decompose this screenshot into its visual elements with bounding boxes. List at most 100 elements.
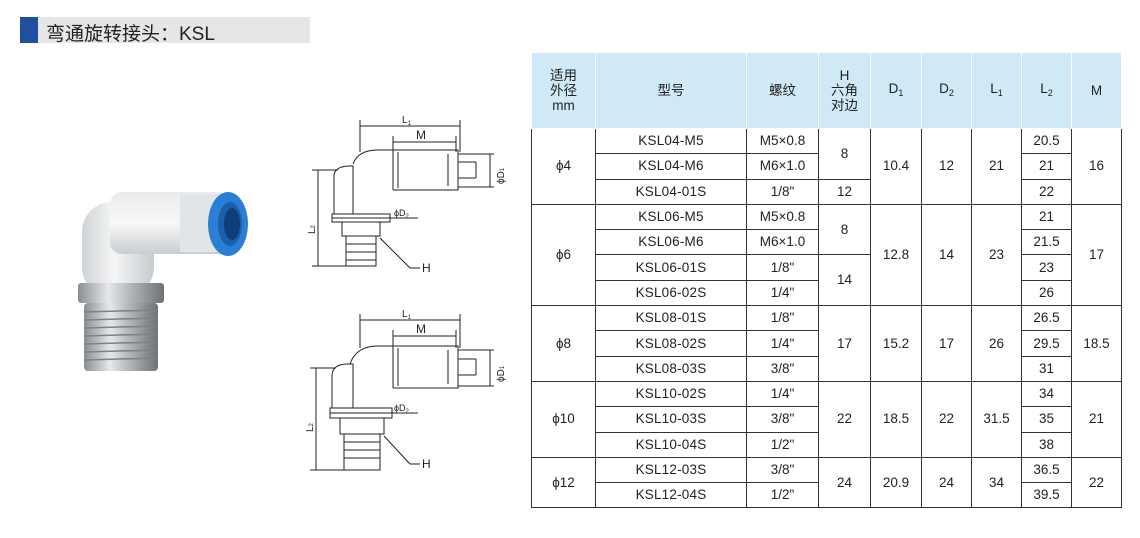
- cell-thread: 1/4": [746, 330, 819, 357]
- cell-model: KSL08-01S: [595, 305, 747, 332]
- header-outer-diameter: 适用 外径 mm: [531, 52, 596, 129]
- cell-model: KSL12-04S: [595, 482, 747, 509]
- header-hex: H 六角 对边: [818, 52, 871, 129]
- cell-hex: 12: [818, 178, 871, 205]
- cell-thread: 3/8": [746, 456, 819, 484]
- cell-thread: M6×1.0: [746, 153, 819, 180]
- cell-hex: 22: [818, 380, 871, 458]
- cell-model: KSL04-01S: [595, 178, 747, 205]
- cell-hex: 8: [818, 203, 871, 256]
- cell-model: KSL10-02S: [595, 380, 747, 408]
- cell-thread: M5×0.8: [746, 127, 819, 155]
- cell-model: KSL08-03S: [595, 355, 747, 382]
- cell-model: KSL12-03S: [595, 456, 747, 484]
- label-d1: ϕD1: [496, 365, 507, 382]
- cell-model: KSL04-M6: [595, 153, 747, 180]
- cell-l2: 29.5: [1021, 330, 1072, 357]
- cell-d2: 14: [921, 203, 972, 307]
- cell-hex: 17: [818, 305, 871, 382]
- cell-outer-diameter: ϕ10: [531, 380, 596, 458]
- product-photo: [78, 192, 248, 371]
- cell-m: 17: [1071, 203, 1122, 307]
- header-l2: L2: [1021, 52, 1072, 129]
- cell-l1: 31.5: [971, 380, 1022, 458]
- cell-outer-diameter: ϕ12: [531, 456, 596, 509]
- cell-thread: 3/8": [746, 355, 819, 382]
- cell-l1: 21: [971, 128, 1022, 205]
- cell-model: KSL04-M5: [595, 127, 747, 155]
- cell-l2: 21.5: [1021, 229, 1072, 256]
- label-l1: L1: [402, 309, 412, 321]
- cell-l2: 23: [1021, 254, 1072, 281]
- cell-d2: 17: [921, 305, 972, 382]
- cell-thread: 1/2": [746, 431, 819, 458]
- title-accent-block: [20, 17, 38, 43]
- label-m: M: [416, 128, 426, 142]
- header-l1: L1: [971, 52, 1022, 129]
- cell-hex: 24: [818, 456, 871, 509]
- header-model: 型号: [595, 52, 747, 129]
- title-banner: 弯通旋转接头：KSL: [20, 17, 310, 45]
- label-h: H: [422, 261, 431, 275]
- cell-l2: 20.5: [1021, 127, 1072, 155]
- page-title: 弯通旋转接头：KSL: [46, 24, 215, 45]
- dimension-drawing-m-thread: L1 M ϕD1 ϕD2 L2 H: [307, 115, 507, 275]
- label-l2: L2: [307, 224, 318, 234]
- cell-l2: 26: [1021, 279, 1072, 307]
- cell-l1: 34: [971, 456, 1022, 509]
- cell-outer-diameter: ϕ8: [531, 305, 596, 382]
- cell-thread: 3/8": [746, 406, 819, 433]
- cell-model: KSL10-03S: [595, 406, 747, 433]
- cell-l2: 21: [1021, 153, 1072, 180]
- cell-l2: 36.5: [1021, 456, 1072, 484]
- label-d2: ϕD2: [394, 208, 410, 220]
- cell-l2: 22: [1021, 178, 1072, 205]
- cell-d1: 12.8: [870, 203, 922, 307]
- cell-thread: 1/4": [746, 380, 819, 408]
- header-d1: D1: [870, 52, 922, 129]
- cell-thread: M6×1.0: [746, 229, 819, 256]
- cell-m: 18.5: [1071, 305, 1122, 382]
- cell-m: 16: [1071, 128, 1122, 205]
- label-h: H: [422, 457, 431, 471]
- header-thread: 螺纹: [746, 52, 819, 129]
- cell-l1: 26: [971, 305, 1022, 382]
- cell-thread: 1/4": [746, 279, 819, 307]
- cell-d2: 22: [921, 380, 972, 458]
- cell-outer-diameter: ϕ6: [531, 203, 596, 307]
- cell-l2: 39.5: [1021, 482, 1072, 509]
- label-m: M: [416, 322, 426, 336]
- label-l1: L1: [402, 115, 412, 127]
- label-d1: ϕD1: [496, 167, 507, 184]
- label-l2: L2: [305, 422, 316, 432]
- cell-model: KSL08-02S: [595, 330, 747, 357]
- cell-l1: 23: [971, 203, 1022, 307]
- cell-l2: 35: [1021, 406, 1072, 433]
- cell-d1: 18.5: [870, 380, 922, 458]
- cell-thread: M5×0.8: [746, 203, 819, 231]
- cell-model: KSL06-02S: [595, 279, 747, 307]
- cell-model: KSL06-01S: [595, 254, 747, 281]
- cell-l2: 38: [1021, 431, 1072, 458]
- dimension-drawing-pt-thread: L1 M ϕD1 ϕD2 L2 H: [305, 309, 507, 471]
- cell-hex: 14: [818, 254, 871, 307]
- cell-d1: 20.9: [870, 456, 922, 509]
- cell-l2: 26.5: [1021, 305, 1072, 332]
- cell-hex: 8: [818, 128, 871, 180]
- cell-m: 22: [1071, 456, 1122, 509]
- cell-l2: 31: [1021, 355, 1072, 382]
- cell-thread: 1/8": [746, 254, 819, 281]
